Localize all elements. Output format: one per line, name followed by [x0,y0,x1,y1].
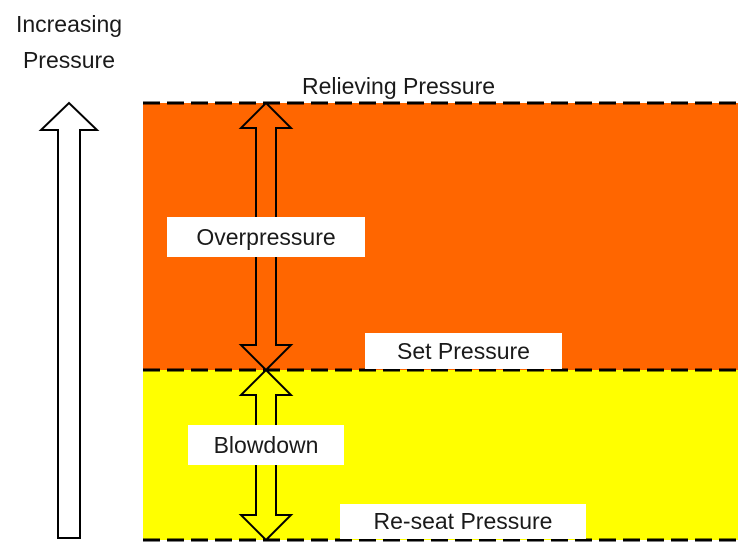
axis-title-line1: Increasing [15,11,123,37]
axis-title-line2: Pressure [22,47,116,73]
axis-title: Increasing Pressure [8,6,130,78]
overpressure-label: Overpressure [167,217,365,257]
blowdown-label: Blowdown [188,425,344,465]
up-arrow-icon [38,101,100,539]
reseat-pressure-label: Re-seat Pressure [340,504,586,539]
relieving-pressure-label: Relieving Pressure [302,73,496,99]
set-pressure-label: Set Pressure [365,333,562,369]
